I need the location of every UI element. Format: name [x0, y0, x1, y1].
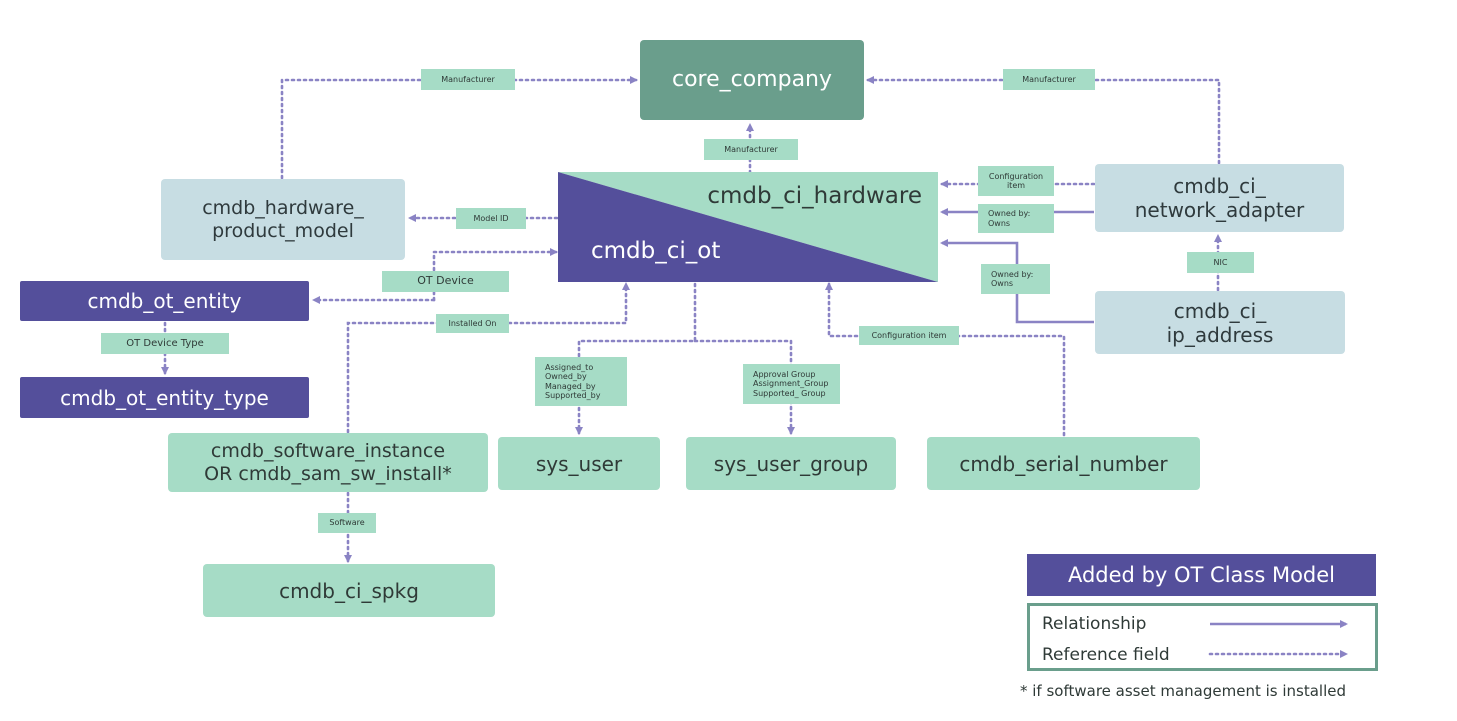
- hardware-ot-split-node[interactable]: cmdb_ci_hardware cmdb_ci_ot: [558, 172, 938, 282]
- node-sys-user-group[interactable]: sys_user_group: [686, 437, 896, 490]
- cmdb-ci-ot-label: cmdb_ci_ot: [591, 238, 720, 264]
- label-manufacturer-right: Manufacturer: [1003, 69, 1095, 90]
- edge-network-adapter-manufacturer: [866, 76, 1221, 165]
- node-cmdb-ci-spkg[interactable]: cmdb_ci_spkg: [203, 564, 495, 617]
- edge-ot-device-a: [432, 248, 558, 302]
- sys-user-label: sys_user: [535, 451, 623, 476]
- label-manufacturer-left: Manufacturer: [421, 69, 515, 90]
- label-ot-device-type: OT Device Type: [101, 333, 229, 354]
- legend-title: Added by OT Class Model: [1027, 554, 1376, 596]
- node-cmdb-ot-entity-type[interactable]: cmdb_ot_entity_type: [20, 377, 309, 418]
- ci-spkg-label: cmdb_ci_spkg: [279, 578, 419, 603]
- node-cmdb-hardware-product-model[interactable]: cmdb_hardware_ product_model: [161, 179, 405, 260]
- node-cmdb-ot-entity[interactable]: cmdb_ot_entity: [20, 281, 309, 321]
- reference-field-edges: [161, 76, 1222, 563]
- label-nic: NIC: [1187, 252, 1254, 273]
- sys-user-group-label: sys_user_group: [713, 451, 869, 476]
- label-approval-group: Approval Group Assignment_Group Supporte…: [743, 364, 840, 404]
- edge-product-model-manufacturer: [280, 76, 638, 180]
- edge-configuration-item-bottom: [825, 282, 1066, 437]
- label-assigned-to: Assigned_to Owned_by Managed_by Supporte…: [535, 357, 627, 406]
- label-ot-device: OT Device: [382, 271, 509, 292]
- software-instance-label: cmdb_software_instance OR cmdb_sam_sw_in…: [204, 439, 452, 485]
- ot-entity-label: cmdb_ot_entity: [87, 289, 242, 313]
- ot-entity-type-label: cmdb_ot_entity_type: [60, 385, 269, 410]
- label-installed-on: Installed On: [436, 314, 509, 333]
- label-model-id: Model ID: [456, 208, 526, 229]
- label-owned-by-top: Owned by: Owns: [978, 204, 1054, 233]
- node-sys-user[interactable]: sys_user: [498, 437, 660, 490]
- label-configuration-item-bottom: Configuration item: [859, 326, 959, 345]
- node-cmdb-ci-ip-address[interactable]: cmdb_ci_ ip_address: [1095, 291, 1345, 354]
- legend-line-samples: [1208, 620, 1348, 658]
- legend-box: Relationship Reference field: [1027, 603, 1378, 671]
- node-core-company[interactable]: core_company: [640, 40, 864, 120]
- node-cmdb-software-instance[interactable]: cmdb_software_instance OR cmdb_sam_sw_in…: [168, 433, 488, 492]
- hardware-product-model-label: cmdb_hardware_ product_model: [202, 196, 364, 242]
- label-owned-by-bottom: Owned by: Owns: [981, 264, 1050, 294]
- legend-footnote: * if software asset management is instal…: [1020, 682, 1347, 700]
- core-company-label: core_company: [671, 66, 833, 92]
- legend-reference-field-label: Reference field: [1042, 645, 1170, 665]
- serial-number-label: cmdb_serial_number: [959, 451, 1168, 476]
- node-cmdb-serial-number[interactable]: cmdb_serial_number: [927, 437, 1200, 490]
- label-configuration-item-top: Configuration item: [978, 166, 1054, 196]
- legend-relationship-label: Relationship: [1042, 614, 1147, 634]
- ip-address-label: cmdb_ci_ ip_address: [1166, 298, 1274, 347]
- cmdb-ci-hardware-label: cmdb_ci_hardware: [707, 183, 922, 209]
- label-software: Software: [318, 513, 376, 533]
- network-adapter-label: cmdb_ci_ network_adapter: [1134, 174, 1305, 222]
- cmdb-ci-ot-shape: [558, 172, 938, 282]
- label-manufacturer-center: Manufacturer: [704, 139, 798, 160]
- node-cmdb-ci-network-adapter[interactable]: cmdb_ci_ network_adapter: [1095, 164, 1344, 232]
